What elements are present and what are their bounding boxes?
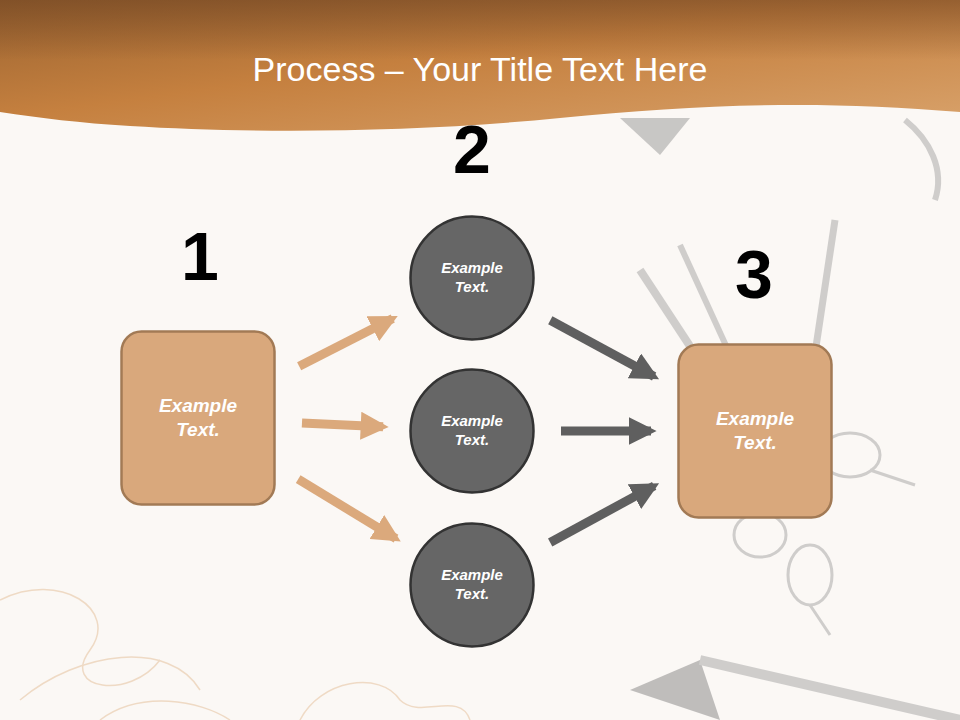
callout-number: 3: [735, 240, 773, 308]
node-text: Example Text.: [427, 566, 517, 604]
process-box: Example Text.: [120, 330, 276, 506]
node-text: Example Text.: [427, 412, 517, 450]
slide-title: Process – Your Title Text Here: [0, 50, 960, 89]
tool-illustration: [620, 118, 960, 720]
circle-shape: [411, 370, 534, 493]
circle-shape: [411, 524, 534, 647]
flow-arrow: [550, 486, 654, 543]
node-outline: [120, 330, 276, 506]
box-shape: [679, 345, 832, 518]
process-box: Example Text.: [677, 343, 833, 519]
node-text: Example Text.: [143, 394, 253, 442]
callout-number: 2: [453, 115, 491, 183]
process-circle: Example Text.: [409, 215, 535, 341]
callout-number: 1: [181, 222, 219, 290]
node-text: Example Text.: [427, 259, 517, 297]
circle-shape: [411, 217, 534, 340]
flow-arrow: [550, 320, 654, 376]
flow-arrow: [298, 479, 396, 539]
header-band: [0, 0, 960, 131]
flow-arrow: [302, 423, 383, 427]
flow-arrow: [299, 318, 393, 366]
hair-curls: [0, 590, 470, 720]
process-circle: Example Text.: [409, 522, 535, 648]
node-text: Example Text.: [700, 407, 810, 455]
flow-arrow: [561, 427, 651, 436]
process-circle: Example Text.: [409, 368, 535, 494]
box-shape: [122, 332, 275, 505]
node-outline: [677, 343, 833, 519]
